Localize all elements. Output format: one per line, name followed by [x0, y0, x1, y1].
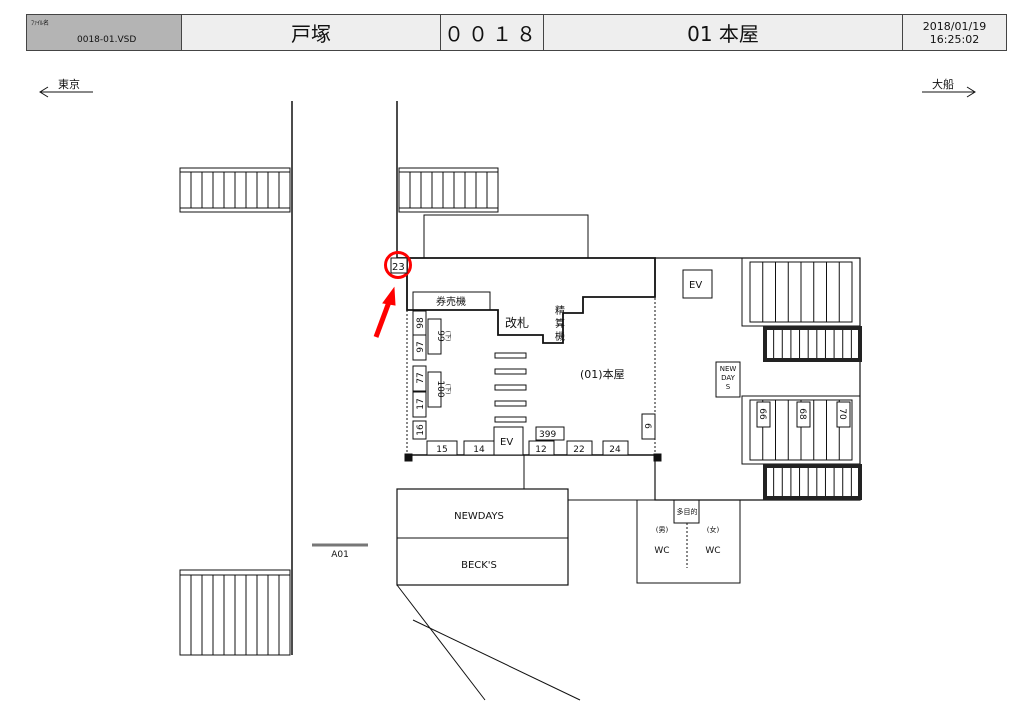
newdays-small-box: [715, 361, 741, 398]
escalator-right-upper: [763, 326, 862, 362]
item-label: 17: [416, 398, 426, 409]
direction-left-label: 東京: [58, 77, 80, 91]
women-label: (女): [707, 525, 720, 534]
item-label: 12: [535, 445, 546, 455]
item-label: 77: [416, 372, 426, 383]
direction-left-arrow: [39, 86, 93, 98]
item-399: 399: [539, 430, 556, 440]
a01-label: A01: [331, 550, 349, 560]
station-name: 戸塚: [181, 14, 441, 51]
store-block: [396, 488, 569, 586]
wc-men: WC: [654, 546, 669, 556]
newdays-store: NEWDAYS: [454, 511, 504, 522]
floor-name: 01 本屋: [543, 14, 903, 51]
direction-right-label: 大船: [932, 77, 954, 91]
ev-box: [493, 426, 524, 456]
newdays-small-label: DAY: [721, 374, 736, 382]
item-label: 14: [473, 445, 485, 455]
item-label: 24: [609, 445, 621, 455]
ticket-machine-label: 券売機: [436, 295, 466, 308]
wc-women: WC: [705, 546, 720, 556]
item-6: 6: [642, 423, 652, 429]
item-label: 70: [837, 408, 847, 420]
location-highlight-circle: [384, 251, 412, 279]
item-label: 68: [797, 408, 807, 420]
item-label: 100: [435, 380, 445, 397]
down-note: (下): [444, 384, 451, 395]
becks-store: BECK'S: [461, 560, 497, 571]
stairs-mid-top: [398, 167, 499, 213]
item-label: 15: [436, 445, 447, 455]
file-name: 0018-01.VSD: [77, 35, 137, 45]
upper-room: [423, 214, 589, 259]
ticket-machine-box: [412, 291, 491, 311]
datetime-cell: 2018/01/19 16:25:02: [902, 14, 1007, 51]
item-label: 16: [416, 424, 426, 436]
marker-label: 23: [392, 262, 405, 273]
gate-wall: [397, 257, 656, 344]
ev2-label: EV: [689, 280, 702, 291]
direction-right-arrow: [922, 86, 976, 98]
newdays-small-label: S: [726, 383, 731, 391]
location-arrow: [373, 286, 396, 338]
item-label: 22: [573, 445, 584, 455]
area-label: (01)本屋: [580, 367, 625, 381]
fare-adjust-label: 機: [555, 330, 565, 343]
file-cell: ﾌｧｲﾙ名 0018-01.VSD: [26, 14, 182, 51]
men-label: (男): [656, 526, 669, 534]
newdays-small-label: NEW: [720, 365, 737, 373]
escalator-right-lower: [763, 464, 862, 500]
marker-box: [390, 257, 408, 274]
gate-lanes: [494, 352, 527, 423]
gate-label: 改札: [505, 316, 529, 330]
item-label: 99: [435, 330, 445, 342]
item-label: 98: [416, 317, 426, 329]
ramp-line: [412, 619, 581, 701]
time: 16:25:02: [929, 32, 980, 46]
ramp-line: [396, 584, 486, 701]
ev2-box: [682, 269, 713, 299]
file-label: ﾌｧｲﾙ名: [31, 20, 50, 27]
date: 2018/01/19: [922, 19, 987, 33]
item-label: 66: [757, 408, 767, 420]
fare-adjust-label: 精: [555, 304, 565, 317]
station-code: ００１８: [440, 14, 544, 51]
ev-label: EV: [500, 437, 513, 448]
fare-adjust-label: 算: [555, 317, 565, 330]
item-label: 97: [416, 341, 426, 352]
down-note: (下): [444, 331, 451, 342]
multipurpose-toilet: 多目的: [677, 507, 698, 516]
